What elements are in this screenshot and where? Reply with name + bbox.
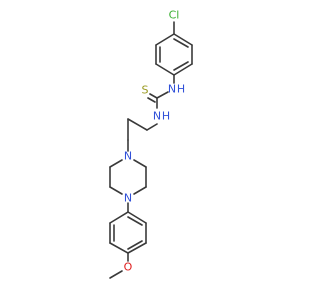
thiourea-nh-2-h-label: H [162,110,170,123]
double-bond-c-s [147,97,156,103]
bond [127,211,147,224]
methoxy-oxygen-label: O [124,261,133,274]
propyl-chain [127,118,148,152]
molecule-structure: Cl S N H N H N N O [109,9,193,279]
chlorophenyl-ring [155,21,193,76]
bond [127,118,148,131]
bond-n-c [156,91,169,99]
methoxyphenyl-ring [109,202,147,254]
bond [127,242,147,254]
bond [155,33,175,46]
bond-n-ch2 [146,123,158,131]
piperazine-ring [109,159,147,195]
bond-o-ch3 [109,270,123,279]
chlorine-label: Cl [169,9,180,22]
bond [133,159,147,168]
double-bond-inner [127,216,143,226]
bond [155,63,175,76]
double-bond-inner [173,61,189,71]
bond-c-s [149,93,158,99]
bond [173,33,193,46]
piperazine-n-bottom-label: N [124,192,132,205]
double-bond-inner [127,240,143,250]
thiourea-group [146,74,175,131]
piperazine-n-top-label: N [124,150,132,163]
bond [173,63,193,76]
bond [109,159,123,168]
molecule-canvas: Cl S N H N H N N O [109,8,193,279]
thiourea-nh-2-label: N [153,110,161,123]
bond [133,186,147,195]
bond [109,242,129,254]
thiourea-nh-1-h-label: H [177,83,185,96]
bond [109,186,123,195]
methoxy-group [109,252,129,279]
thiourea-nh-1-label: N [168,83,176,96]
double-bond-inner [173,38,189,48]
bond [109,211,129,224]
sulfur-label: S [142,84,149,97]
